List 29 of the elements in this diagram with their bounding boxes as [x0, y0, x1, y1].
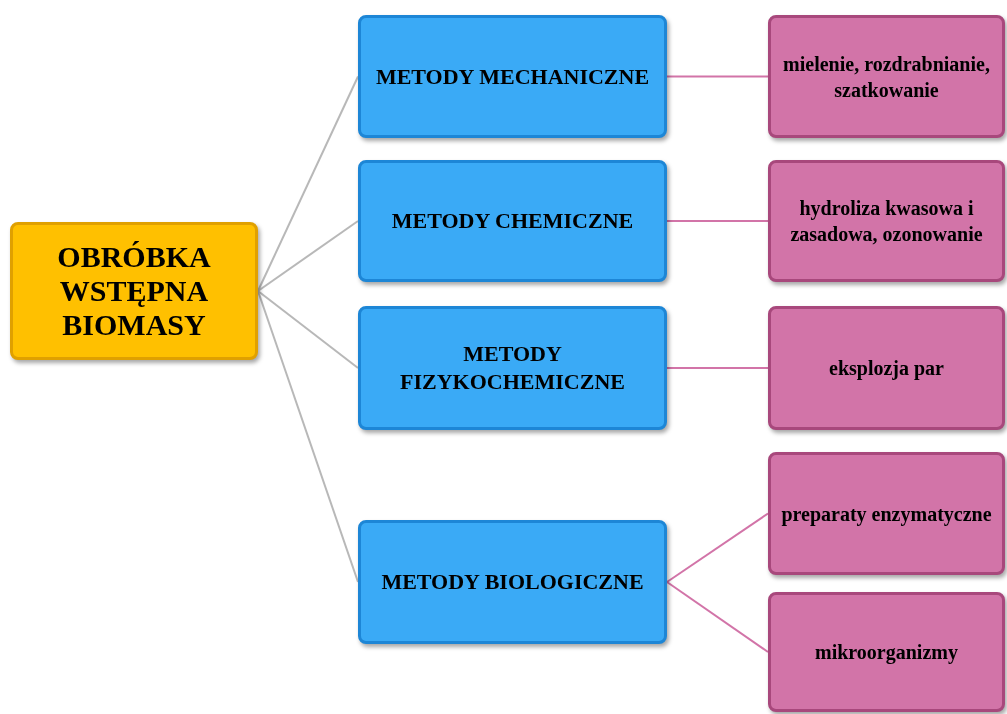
method-box [768, 306, 1005, 430]
connector-line [666, 75, 769, 78]
category-box [358, 15, 667, 138]
root-box [10, 222, 258, 360]
box-label: METODY MECHANICZNE [375, 62, 650, 91]
connector-line [666, 220, 769, 222]
box-label: mikroorganizmy [815, 640, 958, 665]
method-box [768, 160, 1005, 282]
connector-line [257, 220, 359, 292]
connector-line [257, 290, 359, 583]
box-label: METODY FIZYKOCHEMICZNE [399, 340, 626, 396]
box-label: hydroliza kwasowa i zasadowa, ozonowanie [789, 196, 984, 247]
box-label: METODY BIOLOGICZNE [381, 568, 644, 596]
connector-line [666, 512, 769, 583]
box-label: eksplozja par [829, 356, 944, 381]
box-label: mielenie, rozdrabnianie, szatkowanie [782, 51, 991, 103]
method-box [768, 15, 1005, 138]
connector-line [666, 367, 769, 369]
connector-line [257, 290, 359, 369]
box-label: METODY CHEMICZNE [391, 207, 634, 235]
category-box [358, 520, 667, 644]
connector-line [666, 581, 769, 653]
method-box [768, 452, 1005, 575]
box-label: OBRÓBKA WSTĘPNA BIOMASY [56, 240, 212, 342]
category-box [358, 306, 667, 430]
box-label: preparaty enzymatyczne [781, 501, 992, 527]
category-box [358, 160, 667, 282]
method-box [768, 592, 1005, 712]
connector-line [257, 75, 359, 292]
